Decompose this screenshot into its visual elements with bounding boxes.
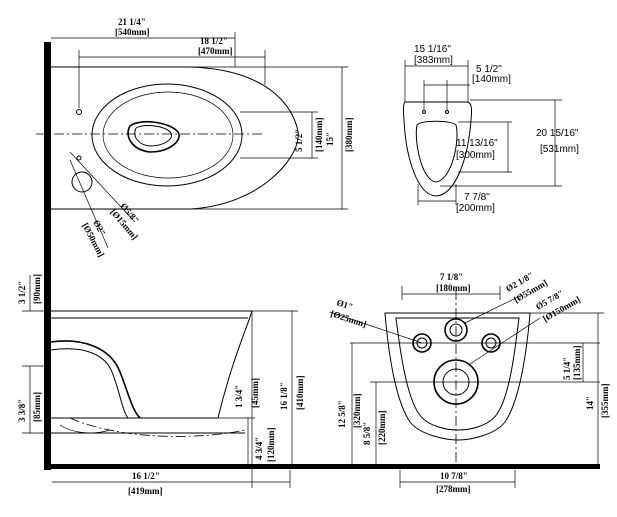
top-view-outline (51, 66, 299, 210)
rear-w-in: 10 7/8" (440, 471, 468, 481)
rear-view: 7 1/8" [180mm] Ø2 1/8" [Ø55mm] Ø5 7/8" [… (329, 270, 610, 494)
rear-v1-in: 5 1/4" (562, 357, 572, 380)
dim-label-380mm: [380mm] (344, 118, 354, 153)
seat-opening-mm: [300mm] (456, 150, 495, 161)
bolt-hole-top (76, 109, 82, 115)
rear-bolt-sp-mm: [180mm] (436, 283, 471, 293)
rear-outline (384, 312, 531, 441)
seat-outline (402, 101, 473, 197)
rear-w-mm: [278mm] (436, 484, 471, 494)
seat-opening-in: 11 13/16" (456, 138, 498, 149)
side-rim-in: 16 1/8" (279, 382, 289, 410)
seat-hinge-left (422, 110, 426, 114)
dim-label-15in: 15" (325, 132, 335, 146)
seat-view: 15 1/16" [383mm] 5 1/2" [140mm] 20 15/16… (402, 44, 579, 214)
rear-d3-leader (329, 311, 423, 344)
side-rim-mm: [410mm] (295, 376, 305, 411)
side-floor-in: 4 3/4" (254, 437, 264, 460)
side-bottom-curve (59, 424, 111, 434)
water-spot-inner (134, 125, 173, 147)
dim-label-140mm: [140mm] (314, 118, 324, 153)
side-top-in: 3 1/2" (17, 281, 27, 304)
rear-v1-mm: [135mm] (572, 346, 582, 381)
rear-v4-mm: [355mm] (600, 384, 610, 419)
dim-label-21in: 21 1/4" (118, 17, 146, 27)
side-top-mm: [90mm] (32, 274, 42, 304)
pipe-leader-b (69, 159, 109, 249)
side-mid-mm: [45mm] (250, 378, 260, 408)
side-low-mm: [85mm] (32, 392, 42, 422)
dim-label-470mm: [470mm] (198, 46, 233, 56)
seat-holes-in: 5 1/2" (476, 64, 502, 75)
side-proj-in: 16 1/2" (132, 471, 160, 481)
dim-label-18in: 18 1/2" (200, 36, 228, 46)
side-mid-in: 1 3/4" (234, 385, 244, 408)
seat-width-in: 15 1/16" (414, 44, 451, 55)
rear-d3-in: Ø1" (335, 297, 354, 312)
seat-inner-mm: [200mm] (456, 203, 495, 214)
bolt-hole-low (76, 155, 82, 161)
bowl-outer-rim (91, 83, 243, 187)
seat-length-mm: [531mm] (540, 144, 579, 155)
rear-inner-outline (395, 317, 520, 431)
dim-label-540mm: [540mm] (115, 27, 150, 37)
side-outline (51, 310, 253, 419)
seat-hinge-right (445, 110, 449, 114)
seat-opening (415, 120, 458, 183)
seat-holes-mm: [140mm] (472, 74, 511, 85)
rear-v3-in: 8 5/8" (362, 422, 372, 445)
side-low-in: 3 3/8" (17, 399, 27, 422)
rear-v4-in: 14" (585, 396, 595, 410)
rear-v2-mm: [320mm] (352, 394, 362, 429)
side-hidden-line (69, 417, 246, 437)
bowl-inner-rim (102, 91, 234, 179)
rear-bolt-sp-in: 7 1/8" (440, 272, 463, 282)
pipe-leader-a (69, 151, 136, 223)
rear-v3-mm: [220mm] (377, 411, 387, 446)
side-trap-inner (50, 348, 129, 419)
side-proj-mm: [419mm] (128, 486, 163, 496)
floor-line (44, 464, 600, 469)
water-spot (127, 120, 180, 153)
seat-length-in: 20 15/16" (536, 128, 579, 139)
dim-label-5half-in: 5 1/2" (294, 129, 304, 152)
side-trap-outer (50, 340, 141, 419)
side-floor-mm: [120mm] (266, 428, 276, 463)
seat-width-mm: [383mm] (414, 55, 453, 66)
drain-pipe-circle (71, 171, 93, 193)
side-view: 3 1/2" [90mm] 3 3/8" [85mm] 16 1/8" [410… (17, 274, 305, 496)
top-view: 21 1/4" [540mm] 18 1/2" [470mm] 15" [380… (36, 17, 354, 259)
rear-d2-leader (469, 317, 541, 365)
rear-v2-in: 12 5/8" (337, 400, 347, 428)
rear-d1-leader (464, 295, 521, 324)
wall-section (44, 42, 51, 470)
rear-d3-mm: [Ø25mm] (329, 308, 367, 329)
seat-inner-in: 7 7/8" (464, 192, 490, 203)
